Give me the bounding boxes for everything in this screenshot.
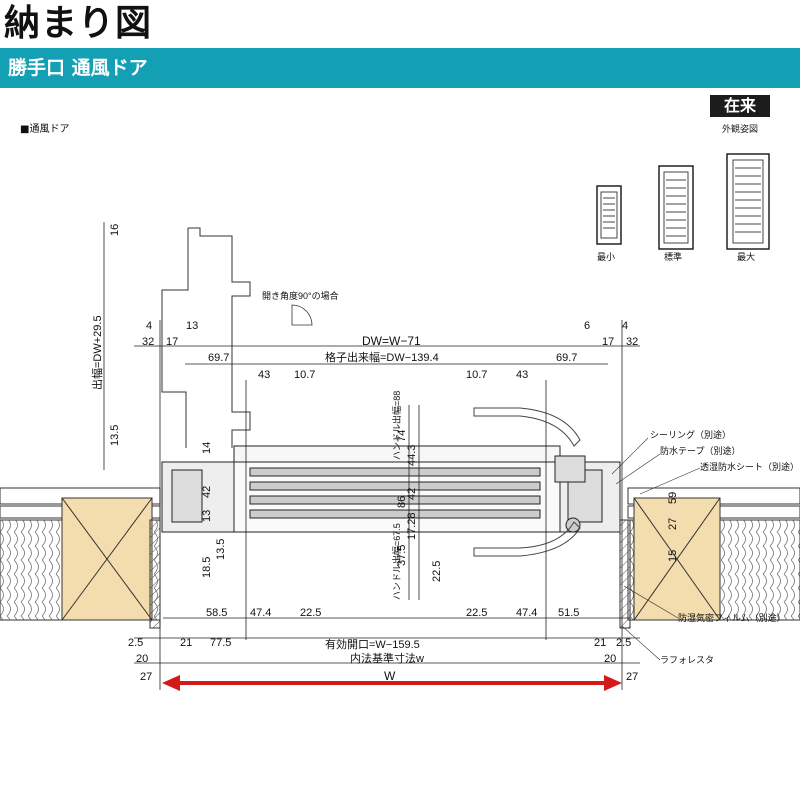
note-lath: ラフォレスタ [660,655,714,665]
dim-27c: 27 [626,671,638,683]
thumbnail-small: 最小 [596,185,622,262]
note-permeable-sheet: 透湿防水シート（別途） [700,461,799,472]
banner-text: 勝手口 通風ドア [8,57,148,79]
dim-handle-88: ハンドル出幅=88 [391,391,402,460]
dim-dw: DW=W−71 [362,334,421,348]
construction-type-badge: 在来 [710,95,770,117]
dim-2-5a: 2.5 [128,637,143,649]
section-label: ■通風ドア [20,124,70,135]
dim-22-5a: 22.5 [300,607,321,619]
dim-47-4a: 47.4 [250,607,271,619]
dim-14: 14 [201,442,213,454]
dim-grid-width: 格子出来幅=DW−139.4 [325,350,439,364]
page-title: 納まり図 [4,3,153,44]
dim-16: 16 [109,224,121,236]
thumbnail-standard: 標準 [658,165,694,262]
dim-32b: 32 [626,336,638,348]
dim-10-7a: 10.7 [294,369,315,381]
dim-2-5b: 2.5 [616,637,631,649]
dim-effective-opening: 有効開口=W−159.5 [325,637,420,651]
dim-17-28: 17.28 [406,512,418,540]
dim-51-5: 51.5 [558,607,579,619]
dim-27a: 27 [667,518,679,530]
dim-37-5: 37.5 [396,545,408,566]
note-sealing: シーリング（別途） [650,429,731,440]
dim-42b: 42 [406,488,418,500]
dim-86: 86 [396,496,408,508]
dimension-lines [103,222,640,690]
dim-22-5b: 22.5 [466,607,487,619]
dim-58-5: 58.5 [206,607,227,619]
note-waterproof-tape: 防水テープ（別途） [660,445,740,456]
dim-10-7b: 10.7 [466,369,487,381]
dim-20a: 20 [136,653,148,665]
dim-77-5: 77.5 [210,637,231,649]
dim-69-7a: 69.7 [208,352,229,364]
dim-handle-67-5: ハンドル出幅=67.5 [391,523,402,600]
dim-out-width: 出幅=DW+29.5 [90,315,104,390]
handle-outline [473,407,581,557]
dim-6: 6 [584,320,590,332]
dim-17a: 17 [166,336,178,348]
section-banner: 勝手口 通風ドア [0,48,800,88]
dim-43a: 43 [258,369,270,381]
dim-69-7b: 69.7 [556,352,577,364]
badge-caption: 外観姿図 [722,125,759,135]
dim-42a: 42 [201,486,213,498]
dim-22-5-vertical: 22.5 [431,561,443,582]
wall-left [0,487,161,629]
open-angle-note: 開き角度90°の場合 [262,290,339,301]
thumbnail-label-large: 最大 [737,251,755,262]
w-arrow [162,675,622,691]
dim-44-3: 44.3 [406,445,418,466]
dim-4b: 4 [622,320,628,332]
dim-4a: 4 [146,320,152,332]
dim-13-5a: 13.5 [109,425,121,446]
dim-inner-standard: 内法基準寸法w [350,651,424,665]
dim-43b: 43 [516,369,528,381]
dim-13: 13 [186,320,198,332]
note-vapor-film: 防湿気密フィルム（別途） [678,612,786,623]
dim-47-4b: 47.4 [516,607,537,619]
dim-17b: 17 [602,336,614,348]
thumbnail-large: 最大 [726,153,770,262]
dim-74: 74 [396,430,408,442]
door-frame [161,445,621,533]
dim-15: 15 [667,550,679,562]
thumbnail-label-standard: 標準 [664,251,682,262]
dim-21a: 21 [180,637,192,649]
dim-59: 59 [667,492,679,504]
wall-right [619,487,800,629]
dim-20b: 20 [604,653,616,665]
callout-leaders [611,437,701,661]
dim-w: W [384,669,396,683]
thumbnail-label-small: 最小 [597,252,615,262]
dim-13b: 13 [201,510,213,522]
dim-13-5b: 13.5 [215,539,227,560]
dim-32a: 32 [142,336,154,348]
dim-27b: 27 [140,671,152,683]
dim-21b: 21 [594,637,606,649]
door-swing-outline [161,227,313,448]
dim-18-5: 18.5 [201,557,213,578]
